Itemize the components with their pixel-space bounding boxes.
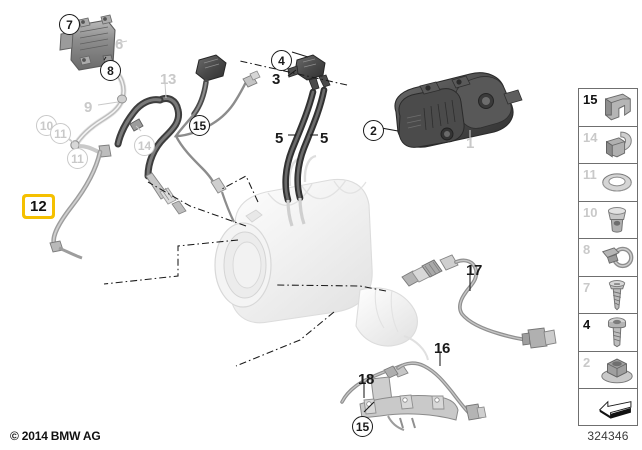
callout-2-c2[interactable]: 2 xyxy=(363,120,384,141)
callout-6-c6[interactable]: 6 xyxy=(115,36,124,53)
callout-3-c3[interactable]: 3 xyxy=(272,71,281,88)
callout-11-c11a[interactable]: 11 xyxy=(50,123,71,144)
part-9-12-vacuum-hose xyxy=(49,65,127,260)
callout-17-c17[interactable]: 17 xyxy=(466,262,483,279)
tapping-screw-icon xyxy=(608,279,626,310)
part-18-mounting-bracket xyxy=(359,376,459,431)
part-16-oxygen-sensor xyxy=(340,361,487,421)
callout-4-c4[interactable]: 4 xyxy=(271,50,292,71)
direction-arrow-icon xyxy=(598,400,632,419)
part-1-2-manifold-assembly xyxy=(394,72,523,148)
hose-clamp-icon xyxy=(601,246,634,269)
legend-item-number: 2 xyxy=(583,354,591,370)
callout-15-c15a[interactable]: 15 xyxy=(189,115,210,136)
cable-clip-icon xyxy=(606,131,632,158)
leader-lines xyxy=(71,18,471,413)
legend-item-number: 7 xyxy=(583,279,591,295)
callout-13-c13[interactable]: 13 xyxy=(160,71,177,88)
highlight-number: 12 xyxy=(25,197,52,217)
callout-7-c7[interactable]: 7 xyxy=(59,14,80,35)
callout-5-c5b[interactable]: 5 xyxy=(320,130,329,147)
grommet-plug-icon xyxy=(607,206,627,233)
legend-item-15[interactable]: 15 xyxy=(579,89,637,127)
callout-14-c14[interactable]: 14 xyxy=(134,135,155,156)
hardware-legend-sidebar: 15 14 11 10 8 7 4 2 xyxy=(578,88,638,426)
dpf-body-ghost xyxy=(214,154,429,361)
callout-15-c15b[interactable]: 15 xyxy=(352,416,373,437)
legend-item-7[interactable]: 7 xyxy=(579,277,637,314)
legend-item-number: 8 xyxy=(583,242,591,257)
flange-nut-icon xyxy=(601,358,633,383)
legend-item-number: 15 xyxy=(583,92,598,107)
part-15-sensor-cable-upper xyxy=(173,54,261,223)
sealing-ring-icon xyxy=(602,173,632,192)
copyright-notice: © 2014 BMW AG xyxy=(10,429,101,443)
callout-1-c1[interactable]: 1 xyxy=(466,135,475,152)
part-17-oxygen-sensor xyxy=(401,254,557,349)
legend-item-11[interactable]: 11 xyxy=(579,164,637,202)
legend-item-number: 11 xyxy=(583,167,597,182)
legend-item-14[interactable]: 14 xyxy=(579,127,637,164)
legend-item-10[interactable]: 10 xyxy=(579,202,637,239)
callout-16-c16[interactable]: 16 xyxy=(434,340,451,357)
callout-5-c5a[interactable]: 5 xyxy=(275,130,284,147)
legend-item-8[interactable]: 8 xyxy=(579,239,637,277)
callout-11-c11b[interactable]: 11 xyxy=(67,148,88,169)
clip-bracket-icon xyxy=(605,93,631,121)
hex-bolt-icon xyxy=(607,317,627,348)
legend-item-number: 10 xyxy=(583,204,598,220)
highlighted-part-12[interactable]: 12 xyxy=(22,194,55,220)
legend-item-2[interactable]: 2 xyxy=(579,352,637,389)
part-13-14-sensor-line xyxy=(114,94,187,215)
callout-8-c8[interactable]: 8 xyxy=(100,60,121,81)
legend-item-direction-arrow[interactable] xyxy=(579,389,637,427)
part-6-pressure-sensor-module xyxy=(59,14,116,71)
legend-item-4[interactable]: 4 xyxy=(579,314,637,352)
legend-item-number: 4 xyxy=(583,317,591,332)
diagram-number: 324346 xyxy=(587,429,629,443)
legend-item-number: 14 xyxy=(583,129,598,145)
callout-9-c9[interactable]: 9 xyxy=(84,99,93,116)
part-3-4-5-pressure-lines xyxy=(282,54,331,227)
callout-18-c18[interactable]: 18 xyxy=(358,371,375,388)
